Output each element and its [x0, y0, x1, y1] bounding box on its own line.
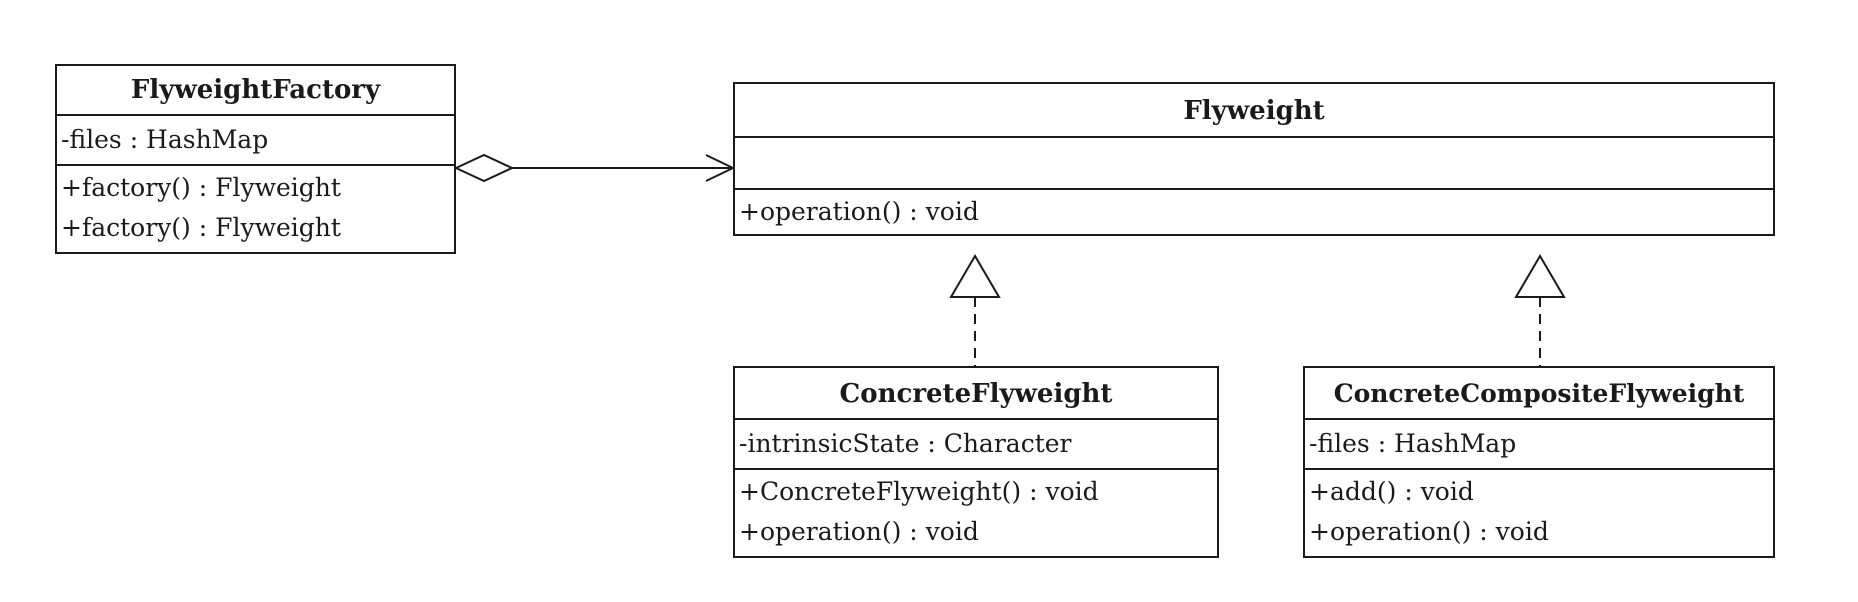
class-flyweight-factory[interactable]: FlyweightFactory -files : HashMap +facto… [55, 64, 456, 254]
operations-section: +add() : void +operation() : void [1305, 470, 1773, 556]
operation-row: +factory() : Flyweight [61, 213, 341, 242]
realization-triangle-composite [1514, 254, 1566, 298]
attribute-row: -intrinsicState : Character [739, 429, 1072, 458]
operation-row: +ConcreteFlyweight() : void [739, 477, 1099, 506]
operations-section: +ConcreteFlyweight() : void +operation()… [735, 470, 1217, 556]
attributes-section: -files : HashMap [57, 116, 454, 166]
class-concrete-composite-flyweight[interactable]: ConcreteCompositeFlyweight -files : Hash… [1303, 366, 1775, 558]
class-name: FlyweightFactory [57, 66, 454, 116]
class-name: Flyweight [735, 84, 1773, 138]
operation-row: +operation() : void [739, 517, 979, 546]
class-name: ConcreteCompositeFlyweight [1305, 368, 1773, 420]
attributes-section: -files : HashMap [1305, 420, 1773, 470]
operations-section: +factory() : Flyweight +factory() : Flyw… [57, 166, 454, 252]
realization-triangle-concrete [949, 254, 1001, 298]
attribute-row: -files : HashMap [1309, 429, 1517, 458]
class-concrete-flyweight[interactable]: ConcreteFlyweight -intrinsicState : Char… [733, 366, 1219, 558]
operation-row: +add() : void [1309, 477, 1474, 506]
attribute-row: -files : HashMap [61, 125, 269, 154]
aggregation-diamond [453, 153, 515, 183]
realization-link-composite [1514, 254, 1566, 366]
operation-row: +operation() : void [739, 197, 979, 226]
realization-link-concrete [949, 254, 1001, 366]
class-name: ConcreteFlyweight [735, 368, 1217, 420]
attributes-section [735, 138, 1773, 190]
operations-section: +operation() : void [735, 190, 1773, 234]
operation-row: +factory() : Flyweight [61, 173, 341, 202]
operation-row: +operation() : void [1309, 517, 1549, 546]
class-flyweight[interactable]: Flyweight +operation() : void [733, 82, 1775, 236]
attributes-section: -intrinsicState : Character [735, 420, 1217, 470]
aggregation-link [453, 153, 736, 183]
